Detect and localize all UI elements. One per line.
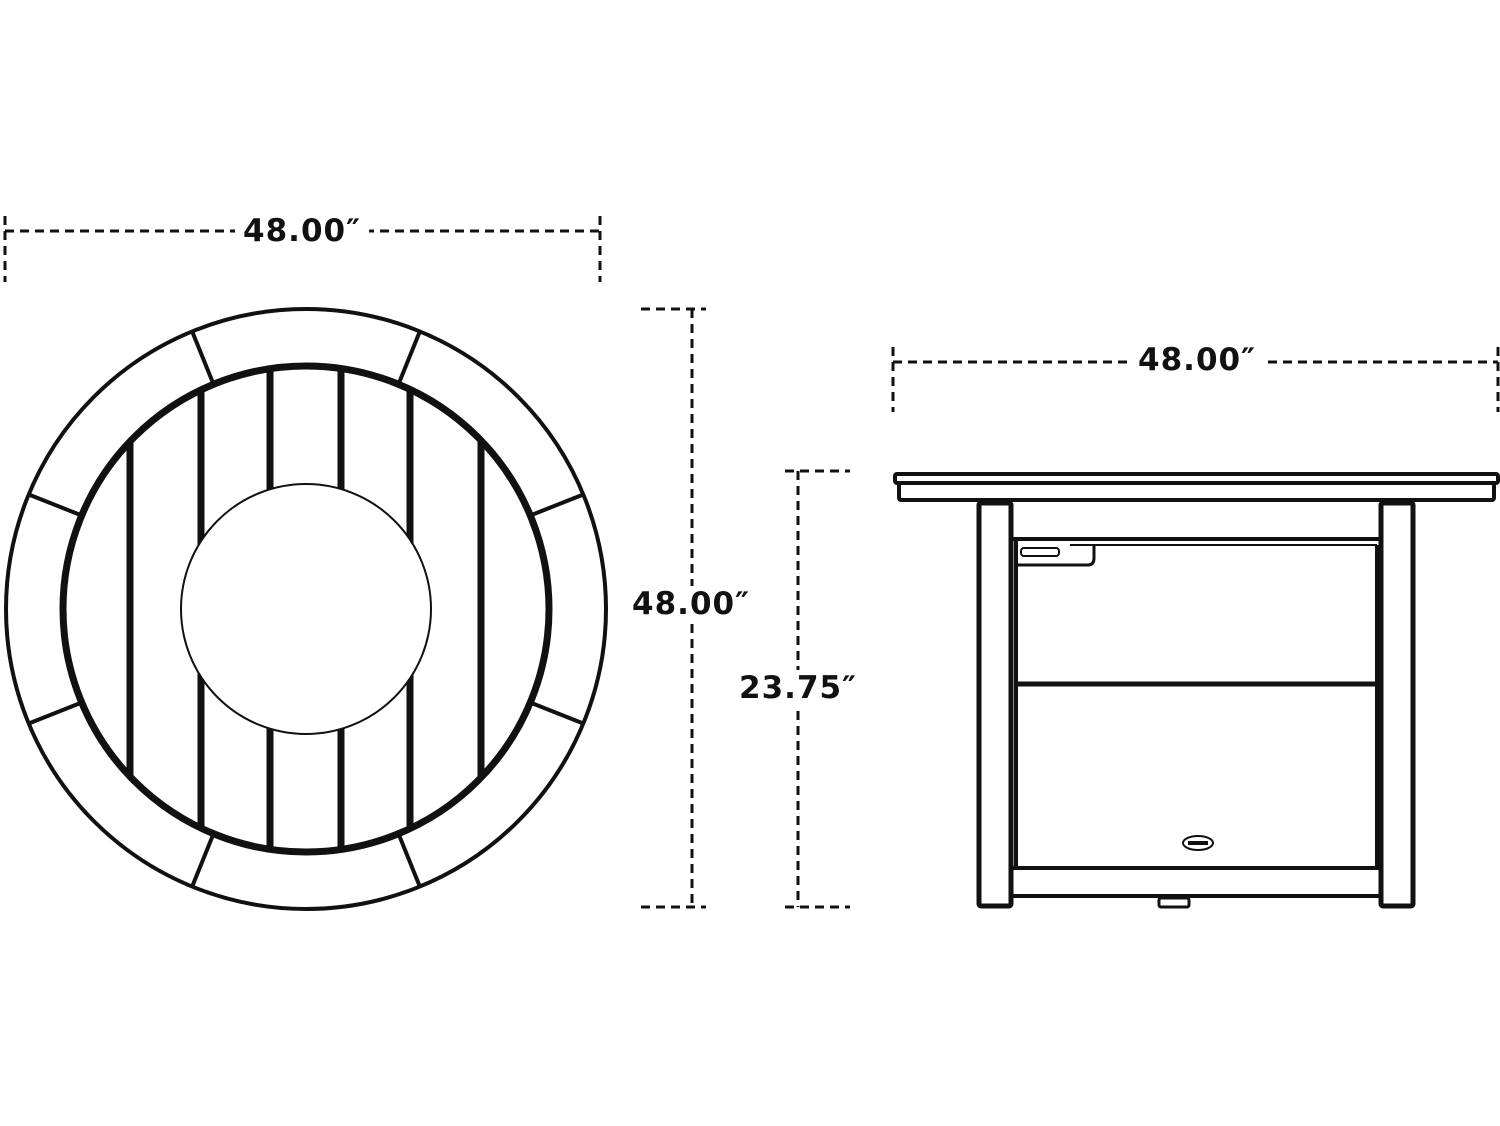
top-width-dimension — [3, 216, 602, 282]
top-depth-label: 48.00″ — [624, 586, 758, 622]
table-side-view — [893, 472, 1500, 909]
side-width-label: 48.00″ — [1130, 342, 1264, 378]
slats — [126, 366, 485, 852]
ring-dividers — [29, 330, 583, 888]
top-depth-dimension — [641, 307, 706, 909]
table-top-view — [4, 307, 608, 911]
side-height-label: 23.75″ — [731, 670, 865, 706]
top-width-label: 48.00″ — [235, 213, 369, 249]
